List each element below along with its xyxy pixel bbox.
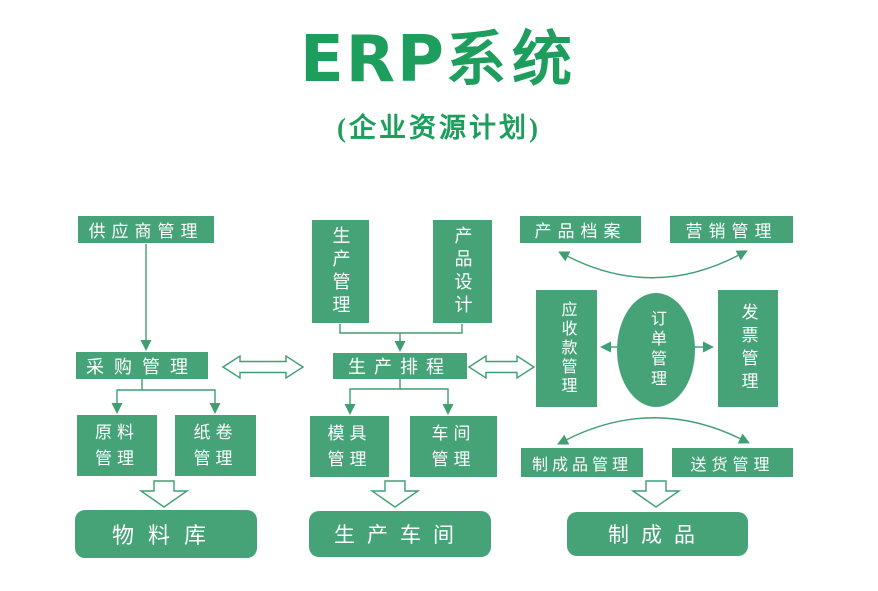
node-mold-management: 模具 管理 xyxy=(310,416,389,477)
arrow-scheduling-to-workshop xyxy=(400,388,454,415)
node-product-archive: 产品档案 xyxy=(520,216,641,243)
arrow-procurement-to-raw-material xyxy=(111,379,143,414)
node-material-warehouse: 物料库 xyxy=(75,510,257,558)
double-arrow-procurement-scheduling xyxy=(221,354,305,380)
node-paper-roll-management: 纸卷 管理 xyxy=(175,415,256,476)
node-delivery-management: 送货管理 xyxy=(672,448,793,477)
node-production-workshop: 生产车间 xyxy=(309,511,491,557)
title-cn-text: 系统 xyxy=(445,27,578,93)
node-product-design: 产品设计 xyxy=(433,220,492,323)
node-marketing-management: 营销管理 xyxy=(670,216,793,243)
double-arrow-scheduling-receivables xyxy=(467,354,536,380)
node-supplier-management: 供应商管理 xyxy=(78,216,214,243)
node-workshop-management: 车间 管理 xyxy=(410,416,497,477)
block-arrow-to-finished-product xyxy=(630,480,682,508)
block-arrow-to-production-workshop xyxy=(369,480,421,508)
arrow-order-to-archive-and-marketing xyxy=(558,250,748,279)
page-title: ERP系统 xyxy=(0,28,878,92)
node-procurement-management: 采购管理 xyxy=(76,352,208,379)
node-receivables-management: 应收款管理 xyxy=(536,290,597,407)
node-raw-material-management: 原料 管理 xyxy=(77,415,157,476)
node-production-management: 生产管理 xyxy=(312,220,369,323)
node-order-management: 订单管理 xyxy=(617,293,695,407)
node-finished-product: 制成品 xyxy=(567,512,748,556)
page-subtitle: (企业资源计划) xyxy=(337,113,541,143)
arrow-procurement-to-paper-roll xyxy=(142,389,221,414)
title-erp-text: ERP xyxy=(300,23,446,97)
block-arrow-to-material-warehouse xyxy=(138,480,190,508)
node-production-scheduling: 生产排程 xyxy=(333,353,467,379)
node-finished-product-management: 制成品管理 xyxy=(521,448,643,477)
arrow-scheduling-to-mold xyxy=(344,379,401,415)
title-area: ERP系统 (企业资源计划) xyxy=(0,28,878,145)
bracket-production-design xyxy=(339,324,463,334)
node-invoice-management: 发票管理 xyxy=(718,290,778,407)
arrow-order-to-finishedmgmt-and-delivery xyxy=(557,417,750,445)
